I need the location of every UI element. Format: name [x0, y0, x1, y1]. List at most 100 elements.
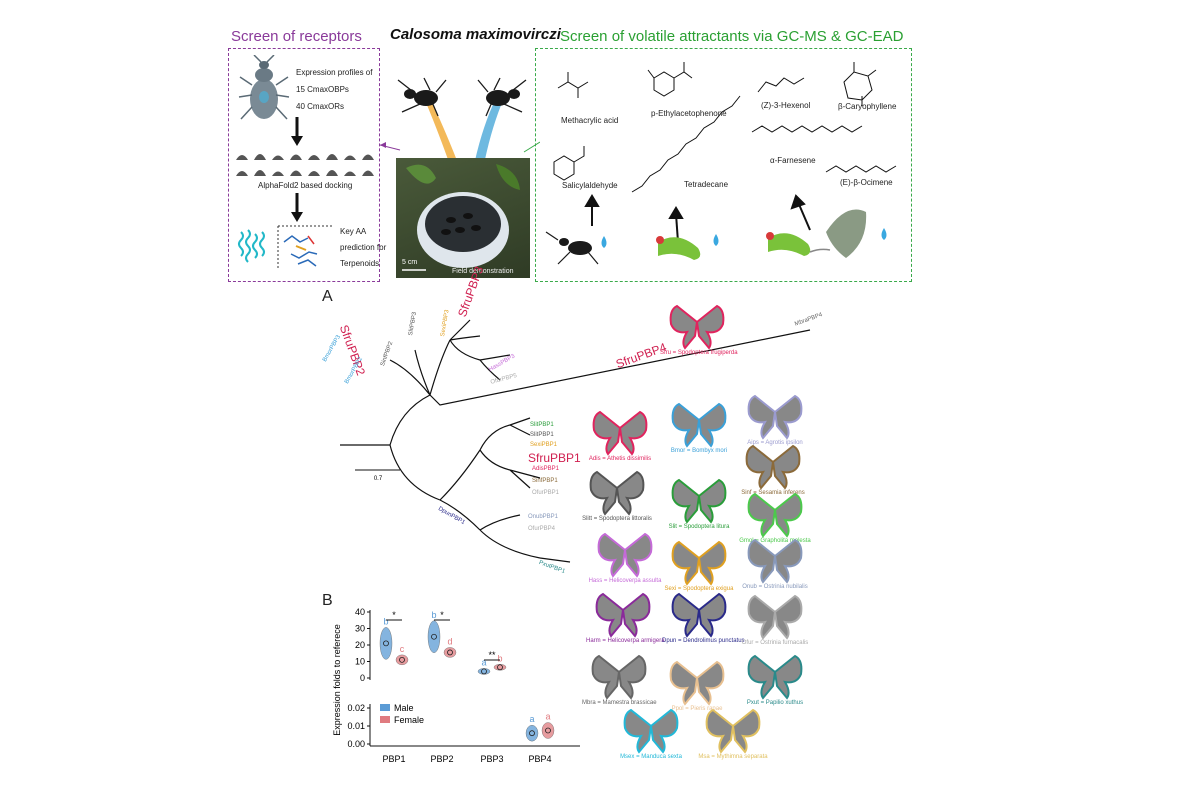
- species-legend-item: Sinf = Sesamia inferens: [736, 442, 810, 496]
- violin-female: [443, 647, 457, 658]
- species-legend-label: Msa = Mythimna separata: [698, 754, 768, 760]
- x-tick-label: PBP2: [430, 754, 453, 764]
- species-legend-label: Bmor = Bombyx mori: [670, 448, 728, 454]
- species-legend-item: Slit = Spodoptera litura: [662, 476, 736, 530]
- panel-b-letter: B: [322, 592, 333, 609]
- moth-icon: [623, 709, 679, 753]
- species-legend-label: Aips = Agrotis ipsilon: [747, 440, 803, 446]
- x-tick-label: PBP4: [528, 754, 551, 764]
- data-point: [431, 633, 437, 640]
- compound-methacrylic-acid: Methacrylic acid: [561, 116, 619, 125]
- y-tick-label: 30: [355, 624, 365, 634]
- y-tick-label: 20: [355, 640, 365, 650]
- x-tick-label: PBP1: [382, 754, 405, 764]
- species-legend-label: Mbra = Mamestra brassicae: [582, 700, 657, 706]
- tip-label: AdisPBP1: [532, 466, 560, 472]
- legend-swatch: [380, 704, 390, 711]
- species-legend-label: Ppol = Pieris rapae: [671, 706, 723, 712]
- legend-swatch: [380, 716, 390, 723]
- species-legend-label: Harm = Helicoverpa armigera: [586, 638, 665, 644]
- species-legend-item: Sexi = Spodoptera exigua: [662, 538, 736, 592]
- y-tick-label: 0: [360, 673, 365, 683]
- expression-line-3: 40 CmaxORs: [296, 102, 345, 111]
- violin-male: [477, 668, 491, 675]
- species-legend-label: Dpun = Dendrolimus punctatus: [662, 638, 745, 644]
- tip-label: SlitPBP1: [530, 432, 554, 438]
- species-legend-label: Slitt = Spodoptera littoralis: [582, 516, 652, 522]
- x-tick-label: PBP3: [480, 754, 503, 764]
- expression-line-1: Expression profiles of: [296, 68, 373, 77]
- significance-letter: b: [497, 653, 502, 663]
- moth-icon: [671, 479, 727, 523]
- moth-icon: [671, 403, 727, 447]
- significance-stars: *: [392, 610, 396, 620]
- phylogenetic-tree: 0.7: [340, 319, 811, 563]
- species-legend-item: Ppol = Pieris rapae: [660, 658, 734, 712]
- y-tick-label: 0.01: [347, 721, 365, 731]
- species-legend-label: Sexi = Spodoptera exigua: [664, 586, 734, 592]
- species-legend-item: Sfru = Spodoptera frugiperda: [660, 302, 738, 356]
- tree-scale-text: 0.7: [374, 476, 383, 482]
- volatile-screen-box: [535, 48, 912, 282]
- significance-stars: *: [440, 610, 444, 620]
- tip-label: SlitPBP1: [530, 422, 554, 428]
- moth-icon: [747, 655, 803, 699]
- data-point: [399, 656, 405, 663]
- data-point: [497, 664, 503, 671]
- data-point: [481, 668, 487, 675]
- species-legend-label: Ofur = Ostrinia furnacalis: [741, 640, 809, 646]
- moth-icon: [745, 445, 801, 489]
- species-legend-label: Adis = Athetis dissimilis: [588, 456, 652, 462]
- data-point: [383, 640, 389, 647]
- moth-icon: [592, 411, 648, 455]
- species-legend-item: Ofur = Ostrinia furnacalis: [738, 592, 812, 646]
- significance-letter: a: [481, 657, 486, 667]
- species-legend-label: Slit = Spodoptera litura: [668, 524, 730, 530]
- docking-label: AlphaFold2 based docking: [258, 181, 353, 190]
- species-legend-item: Onub = Ostrinia nubilalis: [738, 536, 812, 590]
- y-tick-label: 40: [355, 607, 365, 617]
- violin-female: [541, 722, 555, 739]
- violin-female: [395, 654, 409, 666]
- species-legend-item: Gmol = Grapholita molesta: [738, 490, 812, 544]
- species-legend-item: Msex = Manduca sexta: [614, 706, 688, 760]
- species-legend-label: Sfru = Spodoptera frugiperda: [660, 350, 738, 356]
- compound-alpha-farnesene: α-Farnesene: [770, 156, 816, 165]
- species-legend-item: Bmor = Bombyx mori: [662, 400, 736, 454]
- species-legend-label: Msex = Manduca sexta: [620, 754, 682, 760]
- moth-icon: [747, 395, 803, 439]
- data-point: [545, 727, 551, 734]
- species-legend-item: Hass = Helicoverpa assulta: [588, 530, 662, 584]
- significance-letter: c: [400, 644, 405, 654]
- beetle-illustration: [238, 55, 290, 120]
- field-demonstration-photo: 5 cm Field demonstration: [396, 158, 530, 278]
- violin-male: [379, 627, 393, 660]
- significance-letter: b: [431, 610, 436, 620]
- field-demo-label: Field demonstration: [452, 268, 514, 275]
- receptor-screen-title: Screen of receptors: [231, 28, 362, 45]
- violin-female: [493, 664, 507, 671]
- violin-male: [427, 620, 441, 653]
- tip-label: OfurPBP1: [532, 490, 560, 496]
- moth-icon: [747, 595, 803, 639]
- chemical-structures: [545, 62, 897, 265]
- significance-letter: a: [545, 712, 550, 722]
- moth-icon: [669, 305, 725, 349]
- significance-letter: a: [529, 714, 534, 724]
- significance-letter: d: [447, 636, 452, 646]
- moth-icon: [597, 533, 653, 577]
- compound-tetradecane: Tetradecane: [684, 180, 729, 189]
- data-point: [529, 730, 535, 737]
- moth-icon: [591, 655, 647, 699]
- key-aa-line-1: Key AA: [340, 227, 367, 236]
- species-legend-label: Pxut = Papilio xuthus: [746, 700, 804, 706]
- tip-label: OnubPBP1: [528, 514, 559, 520]
- species-legend-label: Sinf = Sesamia inferens: [741, 490, 805, 496]
- moth-icon: [747, 539, 803, 583]
- moth-icon: [595, 593, 651, 637]
- compound-beta-caryophyllene: β-Caryophyllene: [838, 102, 897, 111]
- species-legend-item: Mbra = Mamestra brassicae: [582, 652, 657, 706]
- y-axis-label: Expression folds to referece: [332, 624, 342, 736]
- scale-bar-label: 5 cm: [402, 259, 418, 266]
- species-legend-label: Hass = Helicoverpa assulta: [588, 578, 662, 584]
